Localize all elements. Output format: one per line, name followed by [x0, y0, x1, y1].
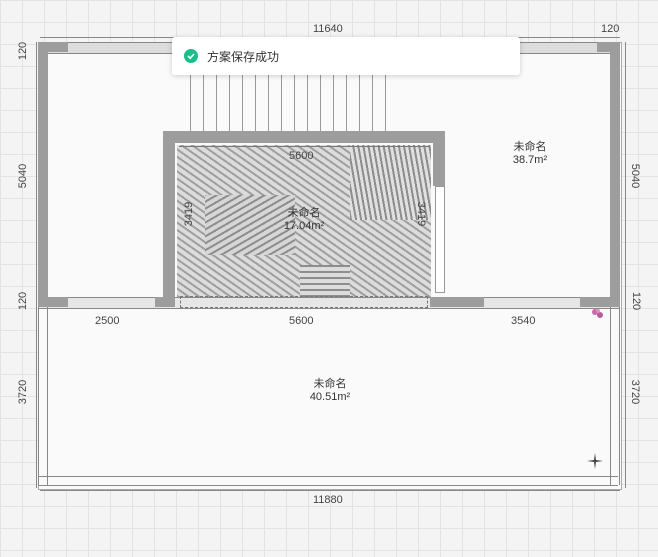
- room-2-area: 17.04m²: [283, 220, 325, 232]
- right-dim-line: [625, 42, 626, 488]
- check-circle-icon: [184, 49, 198, 63]
- rug-tile-c: [300, 265, 350, 297]
- left-dim-line: [36, 42, 37, 488]
- room-3-label[interactable]: 未命名 40.51m²: [295, 378, 365, 404]
- room-1-label[interactable]: 未命名 38.7m²: [495, 141, 565, 167]
- wall-top-left-corner[interactable]: [38, 42, 68, 52]
- inner-height-left-dim: 3419: [183, 201, 196, 227]
- seg-mid-dim: 5600: [289, 315, 314, 327]
- success-toast[interactable]: 方案保存成功: [172, 37, 520, 75]
- right-upper-dim: 5040: [629, 163, 642, 189]
- wall-right-lower[interactable]: [610, 307, 620, 485]
- center-room-top-wall[interactable]: [163, 131, 445, 143]
- center-room-left-wall[interactable]: [163, 131, 175, 307]
- door[interactable]: [435, 186, 445, 293]
- top-right-dim: 120: [601, 23, 620, 35]
- bottom-dim-line: [40, 490, 620, 491]
- room-2-label[interactable]: 未命名 17.04m²: [268, 207, 340, 233]
- wall-bottom[interactable]: [38, 476, 618, 486]
- toast-message: 方案保存成功: [207, 49, 280, 64]
- seg-left-dim: 2500: [95, 315, 120, 327]
- inner-width-line: [179, 146, 430, 147]
- right-mid-dim: 120: [630, 291, 643, 311]
- rug-tile-b: [350, 145, 431, 220]
- room-1-area: 38.7m²: [512, 154, 548, 166]
- wall-left-lower[interactable]: [38, 307, 48, 485]
- inner-width-dim: 5600: [289, 150, 314, 162]
- wall-top-right-corner[interactable]: [597, 42, 620, 52]
- top-total-dim: 11640: [313, 23, 343, 35]
- left-mid-dim: 120: [17, 291, 30, 311]
- left-top-dim: 120: [17, 41, 30, 61]
- left-lower-dim: 3720: [17, 379, 30, 405]
- flower-icon[interactable]: [590, 307, 606, 321]
- wall-middle-left[interactable]: [38, 297, 68, 307]
- window-dashed[interactable]: [180, 296, 428, 308]
- room-1-name: 未命名: [513, 141, 547, 153]
- room-3-area: 40.51m²: [309, 391, 351, 403]
- wall-left-upper[interactable]: [38, 42, 48, 307]
- room-3-name: 未命名: [313, 378, 347, 390]
- plant-icon[interactable]: [586, 452, 604, 470]
- inner-height-right-dim: 3419: [415, 201, 428, 227]
- wall-middle-right[interactable]: [580, 297, 620, 307]
- room-2-name: 未命名: [287, 207, 321, 219]
- rug-tile-a: [205, 195, 295, 255]
- left-upper-dim: 5040: [17, 163, 30, 189]
- center-room-right-wall[interactable]: [433, 131, 445, 186]
- wall-right-upper[interactable]: [610, 42, 620, 307]
- wall-middle-segment-b[interactable]: [430, 297, 484, 307]
- seg-right-dim: 3540: [511, 315, 536, 327]
- bottom-total-dim: 11880: [313, 494, 343, 506]
- right-lower-dim: 3720: [629, 379, 642, 405]
